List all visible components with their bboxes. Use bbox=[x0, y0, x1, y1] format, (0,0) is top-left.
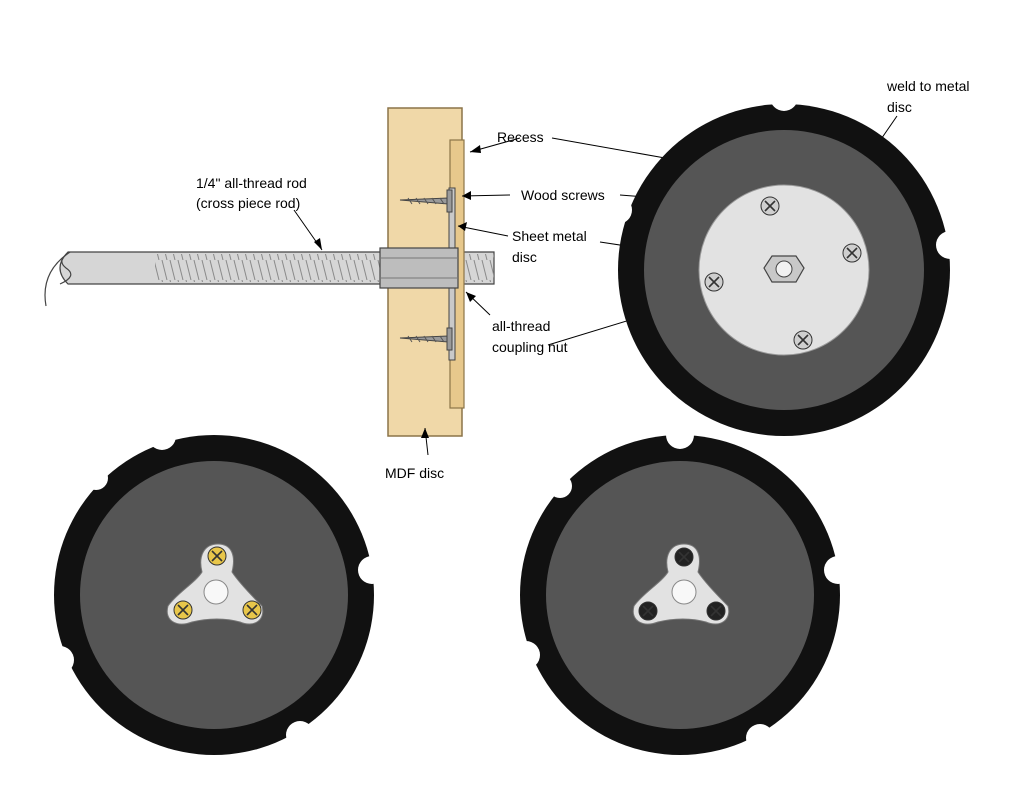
phillips-screw-icon bbox=[706, 601, 726, 621]
phillips-screw-icon bbox=[760, 196, 780, 216]
phillips-screw-icon bbox=[173, 600, 193, 620]
label-sheet-metal-line1: Sheet metal bbox=[512, 228, 587, 244]
label-mdf-disc: MDF disc bbox=[385, 465, 444, 481]
wood-screw-lower bbox=[399, 327, 453, 351]
phillips-screw-icon bbox=[638, 601, 658, 621]
label-rod-line1: 1/4" all-thread rod bbox=[196, 175, 307, 191]
label-weld-line2: disc bbox=[887, 99, 912, 115]
phillips-screw-icon bbox=[207, 546, 227, 566]
cross-section-view bbox=[44, 107, 495, 437]
wheel-bottom-right bbox=[512, 421, 852, 755]
phillips-screw-icon bbox=[242, 600, 262, 620]
label-coupling-line2: coupling nut bbox=[492, 339, 568, 355]
wood-screw-upper bbox=[399, 189, 453, 213]
center-hole bbox=[671, 579, 697, 605]
wheel-notches bbox=[512, 421, 852, 752]
wheel-notches bbox=[46, 422, 386, 749]
label-coupling-line1: all-thread bbox=[492, 318, 550, 334]
phillips-screw-icon bbox=[704, 272, 724, 292]
phillips-screw-icon bbox=[674, 547, 694, 567]
label-sheet-metal-line2: disc bbox=[512, 249, 537, 265]
center-hole bbox=[203, 579, 229, 605]
phillips-screw-icon bbox=[793, 330, 813, 350]
wheel-notches bbox=[604, 83, 964, 436]
label-rod-line2: (cross piece rod) bbox=[196, 195, 300, 211]
phillips-screw-icon bbox=[842, 243, 862, 263]
label-weld-line1: weld to metal bbox=[886, 78, 969, 94]
label-recess: Recess bbox=[497, 129, 544, 145]
hex-nut-icon bbox=[763, 255, 805, 283]
label-wood-screws: Wood screws bbox=[521, 187, 605, 203]
wheel-top-right bbox=[604, 83, 964, 436]
coupling-nut-section bbox=[379, 247, 459, 289]
wheel-bottom-left bbox=[46, 422, 386, 755]
